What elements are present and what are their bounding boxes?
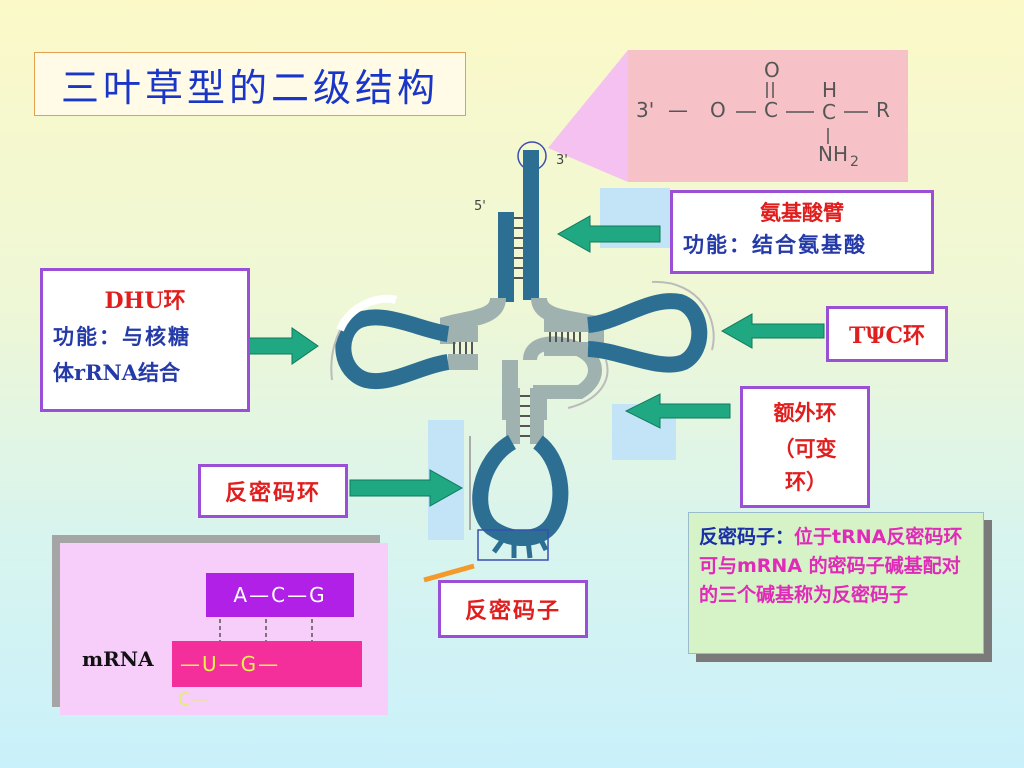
extra-loop-line1: 额外环 (773, 400, 837, 425)
dhu-loop-title: DHU环 (104, 288, 186, 314)
chem-o-mid: O (710, 98, 726, 122)
note-term: 反密码子： (699, 526, 795, 548)
extra-loop-box: 额外环 （可变 环） (740, 386, 870, 508)
anticodon-box: 反密码子 (438, 580, 588, 638)
d-stem-top (448, 326, 478, 342)
arrow-tpsic (720, 313, 825, 349)
mrna-bar: —U—G— (172, 641, 362, 687)
tpsic-loop-box: TΨC环 (826, 306, 948, 362)
dhu-arc-highlight (336, 294, 398, 332)
pairing-lines (219, 619, 313, 647)
anticodon-bases (491, 536, 549, 559)
t-base-pairs (549, 332, 581, 342)
chem-bonds (736, 82, 868, 144)
anticodon-stem-left (506, 388, 520, 444)
anticodon-definition-note: 反密码子：位于tRNA反密码环可与mRNA 的密码子碱基配对的三个碱基称为反密码… (688, 512, 984, 654)
callout-triangle (548, 50, 628, 182)
anticodon-loop-box: 反密码环 (198, 464, 348, 518)
mrna-bases: —U—G— (180, 652, 281, 676)
anticodon-title: 反密码子 (464, 598, 561, 624)
tpsic-loop (586, 293, 708, 373)
anticodon-connector (423, 563, 475, 583)
chem-o-top: O (764, 58, 780, 82)
anticodon-base-pairs (520, 395, 530, 437)
chem-nh: NH (818, 142, 848, 166)
page-title: 三叶草型的二级结构 (60, 65, 439, 110)
dhu-loop-box: DHU环 功能：与核糖 体rRNA结合 (40, 268, 250, 412)
arrow-acceptor (556, 215, 661, 253)
acceptor-arm-title: 氨基酸臂 (760, 200, 844, 225)
chem-c1: C (764, 98, 778, 122)
tpsic-arc (651, 280, 715, 351)
tpsic-loop-title: TΨC环 (849, 323, 925, 349)
mrna-label: mRNA (82, 647, 154, 671)
t-stem-bottom (544, 342, 588, 356)
note-text: 位于tRNA反密码环可与mRNA 的密码子碱基配对的三个碱基称为反密码子 (699, 526, 963, 606)
acceptor-strand-5 (498, 212, 514, 302)
arrow-dhu (247, 327, 319, 365)
acceptor-base-pairs (514, 217, 523, 279)
dhu-function-line1: 功能：与核糖 (53, 324, 191, 349)
mrna-overflow: C— (178, 689, 209, 710)
anticodon-loop-title: 反密码环 (224, 480, 321, 506)
chem-c2: C (822, 100, 836, 124)
chem-dash: — (668, 98, 688, 122)
d-base-pairs (453, 342, 473, 354)
acceptor-strand-3 (523, 150, 539, 300)
codon-pairing-panel: A—C—G mRNA —U—G— C— (60, 543, 388, 715)
anticodon-stem-right (530, 388, 544, 444)
chem-h: H (822, 78, 838, 102)
dhu-loop (335, 309, 450, 390)
trna-bases-bar: A—C—G (206, 573, 354, 617)
extra-loop-line2: （可变 (773, 436, 837, 461)
arrow-extra (624, 393, 731, 429)
title-box: 三叶草型的二级结构 (34, 52, 466, 116)
chem-sub2: 2 (850, 154, 859, 170)
trna-bases: A—C—G (233, 583, 327, 607)
anticodon-loop (472, 435, 569, 547)
anticodon-highlight-box (477, 529, 549, 561)
five-prime-label: 5' (474, 199, 486, 214)
extra-loop-line3: 环） (785, 469, 827, 494)
extra-arc (567, 359, 609, 409)
d-stem-bottom (448, 354, 478, 370)
chem-r: R (876, 98, 890, 122)
amino-acid-ester-structure: O 3' — O C H C R NH 2 (628, 50, 908, 182)
three-prime-label: 3' (556, 153, 568, 168)
dhu-function-line2: 体rRNA结合 (53, 360, 181, 385)
t-stem-top (544, 318, 588, 332)
arrow-anticodon-loop (349, 469, 464, 507)
chem-three-prime: 3' (636, 98, 655, 122)
acceptor-arm-function: 功能：结合氨基酸 (683, 232, 867, 257)
junction-left (440, 296, 506, 344)
acceptor-arm-box: 氨基酸臂 功能：结合氨基酸 (670, 190, 934, 274)
